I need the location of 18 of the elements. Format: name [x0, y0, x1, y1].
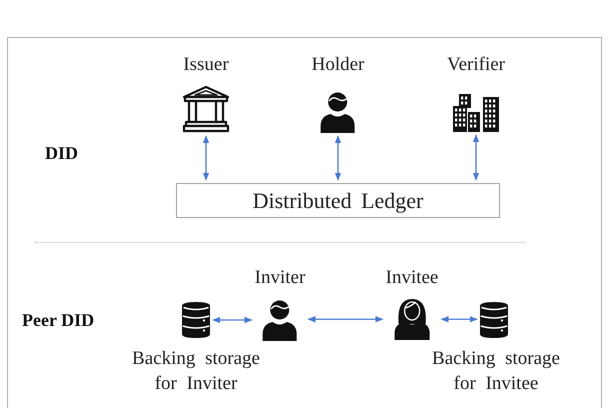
node-caption: Backing storage for Inviter	[131, 347, 261, 396]
node-label: Invitee	[386, 268, 438, 288]
node-label: Holder	[312, 55, 364, 75]
node-label: Inviter	[254, 268, 306, 288]
ledger-box: Distributed Ledger	[176, 183, 500, 218]
double-headed-arrow	[308, 316, 384, 322]
node-caption: Backing storage for Invitee	[431, 347, 561, 396]
section-label: DID	[45, 143, 78, 163]
database-icon	[182, 302, 210, 338]
section-label: Peer DID	[22, 310, 94, 330]
node-label: Issuer	[183, 55, 229, 75]
double-headed-arrow	[202, 135, 210, 181]
double-headed-arrow	[212, 316, 252, 324]
double-headed-arrow	[472, 134, 480, 181]
double-headed-arrow	[440, 316, 478, 322]
database-icon	[480, 302, 508, 338]
double-headed-arrow	[334, 135, 342, 181]
node-label: Verifier	[446, 55, 506, 75]
